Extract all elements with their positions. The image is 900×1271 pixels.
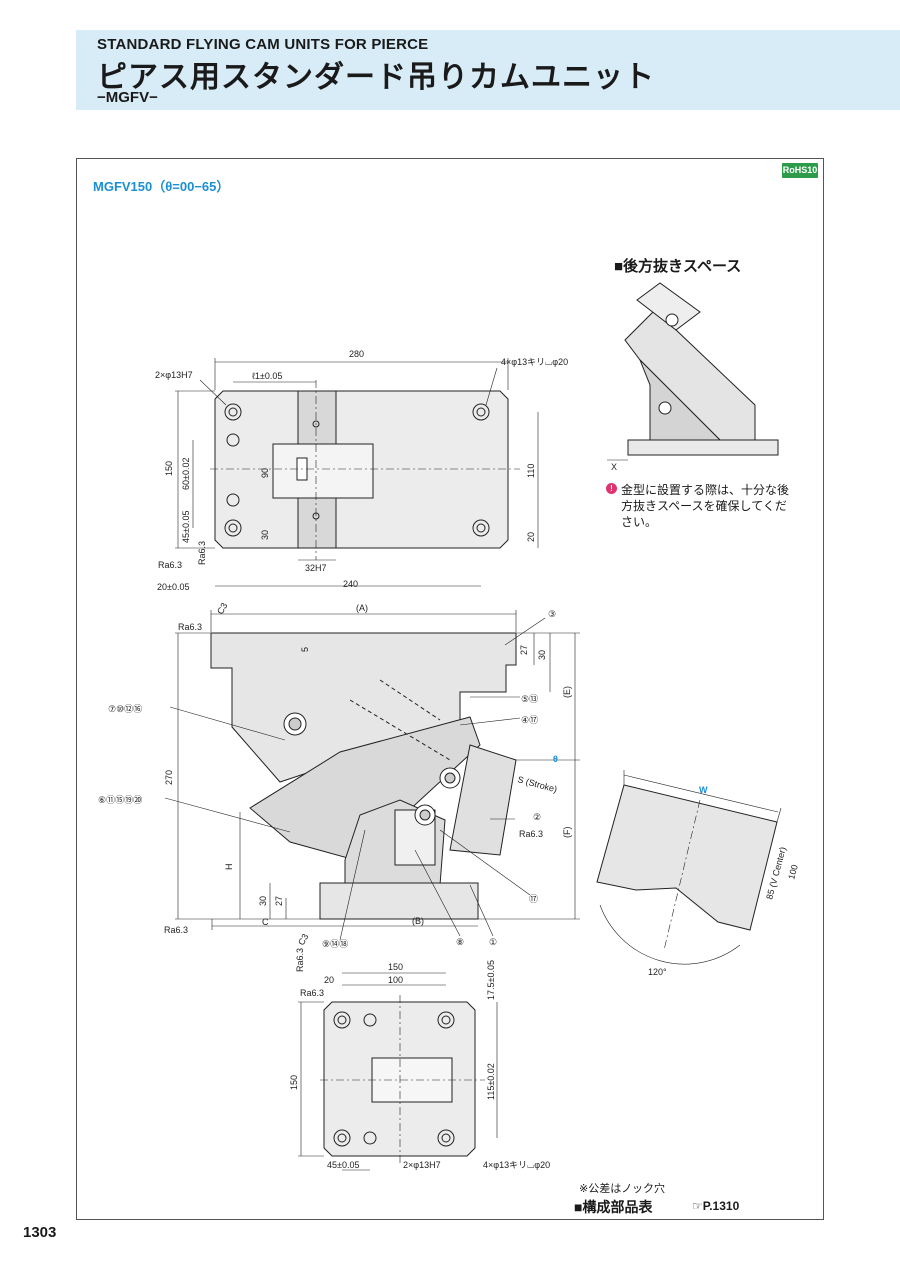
ra-top-a: Ra6.3 <box>158 560 182 570</box>
ra-bottom-b: Ra6.3 <box>300 988 324 998</box>
ref-bottom: ⑨⑭⑱ <box>322 939 348 949</box>
english-title: STANDARD FLYING CAM UNITS FOR PIERCE <box>97 36 429 53</box>
series-code: −MGFV− <box>97 89 158 106</box>
top-view-window <box>272 443 374 499</box>
c3-top: C3 <box>215 601 229 616</box>
model-label: MGFV150（θ=00−65） <box>93 179 230 194</box>
dim-stroke: S (Stroke) <box>516 774 558 794</box>
ref-3: ③ <box>548 609 556 619</box>
dim-270: 270 <box>164 770 174 785</box>
rear-x-label: X <box>611 462 617 472</box>
c3-bottom: C3 <box>296 932 310 947</box>
dim-60: 60±0.02 <box>181 458 191 490</box>
dim-bottom-150: 150 <box>388 962 403 972</box>
dim-27-base: 27 <box>274 896 284 906</box>
ref-1: ① <box>489 937 497 947</box>
ra-bottom-a: Ra6.3 <box>295 948 305 972</box>
dim-bottom-115: 115±0.02 <box>486 1063 496 1100</box>
dim-bottom-holes-2: 2×φ13H7 <box>403 1160 441 1170</box>
ref-5-13: ⑤⑬ <box>521 694 538 704</box>
dim-32h7: 32H7 <box>305 563 327 573</box>
dim-27: 27 <box>519 645 529 655</box>
ref-8: ⑧ <box>456 937 464 947</box>
rear-space-title: ■後方抜きスペース <box>614 258 742 275</box>
dim-240: 240 <box>343 579 358 589</box>
dim-90: 90 <box>260 468 270 478</box>
dim-c: C <box>262 917 269 927</box>
dim-45: 45±0.05 <box>181 511 191 543</box>
dim-h: H <box>224 864 234 871</box>
side-view <box>164 610 580 941</box>
cam-angle: 120° <box>648 967 667 977</box>
ra-top-b: Ra6.3 <box>197 541 207 565</box>
tolerance-note: ※公差はノック穴 <box>579 1183 665 1195</box>
cam-100: 100 <box>786 863 800 880</box>
bottom-view <box>298 972 498 1171</box>
dim-5: 5 <box>300 647 310 652</box>
dim-30-side: 30 <box>537 650 547 660</box>
dim-bottom-h150: 150 <box>289 1075 299 1090</box>
cam-block <box>449 744 517 856</box>
slide-block <box>249 716 481 861</box>
rear-space-view <box>607 282 779 461</box>
ref-left-2: ⑥⑪⑮⑲⑳ <box>98 795 142 805</box>
dim-bottom-20: 20 <box>324 975 334 985</box>
dim-b: (B) <box>412 916 424 926</box>
dim-f: (F) <box>562 827 572 839</box>
dim-20-tol: 20±0.05 <box>157 582 189 592</box>
cam-face <box>596 784 778 931</box>
page-number: 1303 <box>23 1224 57 1241</box>
dim-110: 110 <box>526 464 536 478</box>
dim-h150: 150 <box>164 461 174 476</box>
ref-4-17: ④⑰ <box>521 715 538 725</box>
ra-side-bottom: Ra6.3 <box>164 925 188 935</box>
dim-30-base: 30 <box>258 896 268 906</box>
ref-2: ② <box>533 812 541 822</box>
dim-30: 30 <box>260 530 270 540</box>
ref-left-1: ⑦⑩⑫⑯ <box>108 704 142 714</box>
japanese-title: ピアス用スタンダード吊りカムユニット <box>97 61 655 94</box>
dim-20: 20 <box>526 532 536 542</box>
dim-bottom-17-5: 17.5±0.05 <box>486 960 496 1000</box>
drawing-frame <box>76 158 824 1220</box>
dim-theta: θ <box>553 754 558 764</box>
rohs-badge: RoHS10 <box>782 163 818 178</box>
holder-body <box>210 632 517 783</box>
top-view <box>175 358 539 587</box>
ra-side-top: Ra6.3 <box>178 622 202 632</box>
ra-side-right: Ra6.3 <box>519 829 543 839</box>
dim-l1: ℓ1±0.05 <box>252 371 282 381</box>
parts-list-title: ■構成部品表 <box>574 1199 653 1215</box>
dim-holes-2: 2×φ13H7 <box>155 370 193 380</box>
header-band <box>76 30 900 110</box>
cam-view <box>596 770 782 965</box>
dim-holes-4: 4×φ13キリ⌴φ20 <box>501 357 568 367</box>
dim-280: 280 <box>349 349 364 359</box>
rear-space-note: ! 金型に設置する際は、十分な後方抜きスペースを確保してください。 <box>606 482 796 530</box>
warning-icon: ! <box>606 483 617 494</box>
dim-bottom-100: 100 <box>388 975 403 985</box>
base-block <box>319 882 479 920</box>
parts-list-page-link[interactable]: ☞P.1310 <box>692 1199 740 1213</box>
dim-bottom-holes-4: 4×φ13キリ⌴φ20 <box>483 1160 550 1170</box>
cam-w-label: W <box>699 785 708 795</box>
dim-a: (A) <box>356 603 368 613</box>
ref-17: ⑰ <box>529 894 538 904</box>
dim-bottom-45: 45±0.05 <box>327 1160 359 1170</box>
dim-e: (E) <box>562 686 572 698</box>
rear-space-note-text: 金型に設置する際は、十分な後方抜きスペースを確保してください。 <box>621 483 790 529</box>
